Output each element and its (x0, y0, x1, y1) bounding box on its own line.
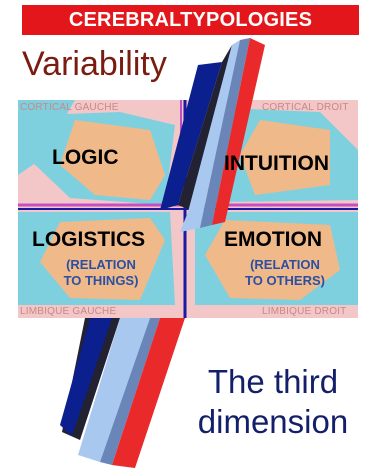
arrow-lower-navy-stripe (60, 318, 112, 436)
emotion-subtitle-line1: (RELATION (250, 257, 320, 272)
quadrant-shape-bottom-right-orange (205, 220, 340, 300)
variability-heading: Variability (22, 45, 167, 83)
arrow-upper-dark-edge (178, 45, 232, 210)
quadrant-label-intuition: INTUITION (224, 152, 329, 175)
quadrant-shape-top-left-orange (60, 120, 165, 200)
emotion-subtitle: (RELATION TO OTHERS) (230, 257, 340, 289)
arrow-lower-light-stripe (78, 318, 150, 462)
corner-label-bottom-left: LIMBIQUE GAUCHE (20, 306, 117, 317)
arrow-upper-navy-stripe (160, 62, 222, 210)
quadrant-shape-top-right-orange (240, 120, 330, 195)
arrow-lower-red-stripe (112, 318, 185, 468)
corner-label-bottom-right: LIMBIQUE DROIT (262, 306, 347, 317)
third-dimension-caption: The third dimension (178, 362, 368, 442)
corner-label-top-right: CORTICAL DROIT (262, 102, 349, 113)
arrow-upper-red-stripe (212, 38, 265, 225)
quadrant-shape-bottom-left-orange (40, 218, 165, 300)
arrow-upper-light-stripe (180, 40, 240, 232)
arrow-lower-steel-stripe (100, 318, 160, 465)
logistics-subtitle: (RELATION TO THINGS) (45, 257, 157, 289)
banner-title: CEREBRALTYPOLOGIES (22, 5, 359, 35)
quadrant-label-logic: LOGIC (52, 146, 119, 169)
quadrant-label-emotion: EMOTION (224, 228, 322, 251)
emotion-subtitle-line2: TO OTHERS) (245, 273, 325, 288)
corner-label-top-left: CORTICAL GAUCHE (20, 102, 119, 113)
logistics-subtitle-line1: (RELATION (66, 257, 136, 272)
third-dimension-line1: The third (207, 363, 339, 400)
arrow-upper-steel-stripe (200, 38, 250, 228)
quadrant-label-logistics: LOGISTICS (32, 228, 146, 251)
third-dimension-line2: dimension (197, 403, 349, 440)
logistics-subtitle-line2: TO THINGS) (63, 273, 139, 288)
